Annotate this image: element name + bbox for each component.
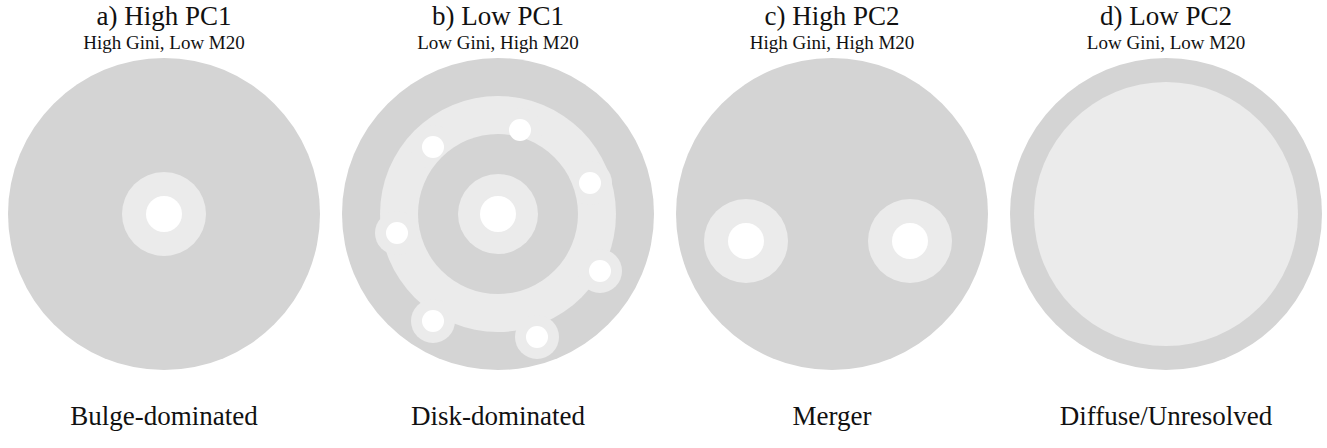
galaxy-shape [418, 134, 578, 294]
panel-subtitle: High Gini, High M20 [665, 33, 999, 54]
galaxy-shape [146, 196, 182, 232]
panel-caption: Merger [665, 402, 999, 432]
galaxy-shape [728, 223, 764, 259]
galaxy-shape [526, 326, 548, 348]
panel-caption: Diffuse/Unresolved [999, 402, 1327, 432]
galaxy-shape [386, 222, 408, 244]
galaxy-shape [375, 211, 419, 255]
galaxy-shape [868, 199, 952, 283]
panel-caption: Disk-dominated [331, 402, 665, 432]
galaxy-shape [704, 199, 788, 283]
galaxy-shape [892, 223, 928, 259]
panel-subtitle: Low Gini, High M20 [331, 33, 665, 54]
panel-title: a) High PC1 [0, 2, 331, 32]
galaxy-shape [422, 136, 444, 158]
galaxy-illustration [665, 56, 999, 376]
galaxy-shape [1034, 82, 1298, 346]
galaxy-shape [342, 58, 654, 370]
galaxy-shape [578, 249, 622, 293]
galaxy-shape [458, 174, 538, 254]
galaxy-shape [509, 119, 531, 141]
panel-title: c) High PC2 [665, 2, 999, 32]
galaxy-shape [676, 58, 988, 370]
galaxy-shape [422, 310, 444, 332]
galaxy-illustration [0, 56, 331, 376]
galaxy-shape [480, 196, 516, 232]
panel-caption: Bulge-dominated [0, 402, 331, 432]
galaxy-panel: a) High PC1High Gini, Low M20Bulge-domin… [0, 0, 331, 448]
galaxy-shape [380, 96, 616, 332]
galaxy-illustration [331, 56, 665, 376]
galaxy-shape [122, 172, 206, 256]
galaxy-panel: c) High PC2High Gini, High M20Merger [665, 0, 999, 448]
galaxy-shape [8, 58, 320, 370]
panel-subtitle: Low Gini, Low M20 [999, 33, 1327, 54]
galaxy-shape [589, 260, 611, 282]
galaxy-shape [515, 315, 559, 359]
galaxy-panel: b) Low PC1Low Gini, High M20Disk-dominat… [331, 0, 665, 448]
galaxy-shape [411, 299, 455, 343]
galaxy-shape [1010, 58, 1322, 370]
panel-title: d) Low PC2 [999, 2, 1327, 32]
panel-title: b) Low PC1 [331, 2, 665, 32]
galaxy-shape [579, 172, 601, 194]
panel-subtitle: High Gini, Low M20 [0, 33, 331, 54]
galaxy-panel: d) Low PC2Low Gini, Low M20Diffuse/Unres… [999, 0, 1327, 448]
galaxy-illustration [999, 56, 1327, 376]
